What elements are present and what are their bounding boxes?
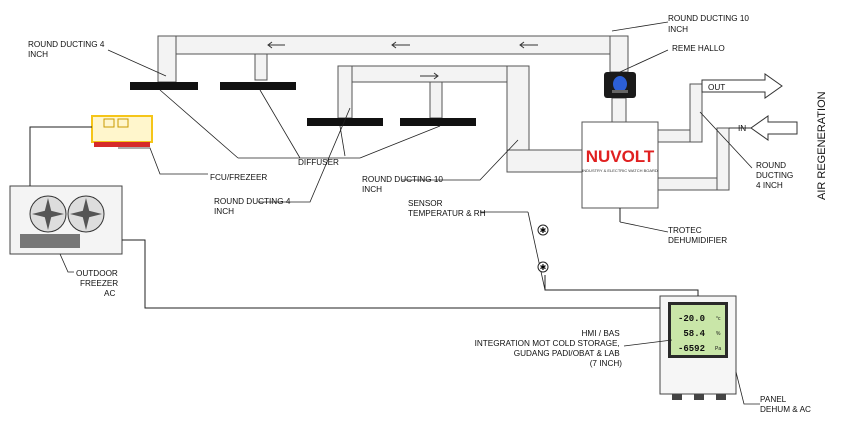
label-round-ducting-4-mid: ROUND DUCTING 4 INCH [214,197,293,216]
flow-arrow-2 [391,41,410,49]
duct-in-vertical [716,127,730,191]
fcu-fan-1 [103,118,115,128]
duct-mid-horizontal [343,65,525,83]
leader-outdoor [59,253,74,273]
label-round-ducting-4-right: ROUND DUCTING 4 INCH [756,161,796,190]
out-label: OUT [708,83,725,92]
hmi-screen [671,305,725,355]
label-fcu-freezer: FCU/FREZEER [210,173,267,182]
duct-out-horizontal [656,129,696,143]
air-regeneration-label: AIR REGENERATION [816,91,828,200]
fan-blade-1 [32,198,64,230]
top-duct-network [157,35,730,191]
duct-10-inch-horizontal [506,149,583,173]
fcu-coil [94,142,150,147]
duct-branch-left-2 [254,53,268,81]
label-outdoor: OUTDOOR FREEZER AC [76,269,121,298]
panel-foot-1 [672,394,682,400]
leader-reme [619,49,669,73]
hmi-reading-temp: -20.0 [678,314,705,324]
dehumidifier-unit: NUVOLT INDUSTRY & ELECTRIC WATCH BOARD [581,121,659,209]
in-arrow: IN [729,115,798,141]
panel-foot-3 [716,394,726,400]
dehumidifier-brand: NUVOLT [586,147,655,166]
leader-diffuser-3 [339,125,346,157]
fcu-freezer-unit [91,115,153,147]
hmi-reading-temp-unit: °c [716,316,721,322]
leader-duct4-right [699,111,753,169]
hmi-reading-rh-unit: % [716,331,721,337]
leader-duct4-left [107,49,167,77]
leader-diffuser-4 [359,125,441,159]
panel-foot-2 [694,394,704,400]
dehumidifier-body [581,121,659,209]
flow-arrow-4 [420,72,439,80]
leader-duct4-mid [258,107,351,203]
labels: ROUND DUCTING 10 INCH REME HALLO ROUND D… [28,14,811,414]
control-panel: -20.0 °c 58.4 % -6592 Pa [659,295,737,400]
duct-top-left-drop [157,35,177,83]
label-round-ducting-4-topleft: ROUND DUCTING 4 INCH [28,40,107,59]
leader-duct10-mid [402,139,519,181]
diffusers [130,82,476,126]
in-label: IN [738,124,746,133]
leader-fcu [118,147,208,175]
out-arrow: OUT [701,73,783,99]
sensor-line [527,211,546,291]
leader-panel [735,371,760,405]
wire-outdoor-panel [122,239,660,309]
sensor-2-glyph: ✱ [540,263,547,272]
leader-trotec [619,221,669,233]
label-diffuser: DIFFUSER [298,158,339,167]
fcu-body [91,115,153,143]
wire-fcu-outdoor [29,126,92,186]
hmi-reading-pressure: -6592 [678,344,705,354]
compressor [20,234,80,248]
label-round-ducting-10-top: ROUND DUCTING 10 INCH [668,14,751,34]
label-trotec: TROTEC DEHUMIDIFIER [668,226,727,245]
sensor-group: ✱ ✱ [527,211,549,291]
leader-lines [59,21,760,405]
fcu-fan-2 [117,118,129,128]
leader-diffuser-1 [159,89,239,159]
control-wiring [29,126,699,309]
reme-hallo-device [604,72,636,98]
diffuser-3 [307,118,383,126]
reme-hallo-base [612,90,628,93]
label-round-ducting-10-mid: ROUND DUCTING 10 INCH [362,175,445,194]
fan-blade-2 [70,198,102,230]
flow-arrow-3 [519,41,538,49]
leader-duct10-top [611,21,669,32]
flow-arrow-1 [267,41,285,49]
leader-diffuser-2 [259,89,301,159]
sensor-2-icon [537,261,549,273]
diffuser-4 [400,118,476,126]
label-hmi: HMI / BAS INTEGRATION MOT COLD STORAGE, … [475,329,623,368]
duct-out-vertical [689,83,703,143]
hmi-reading-pressure-unit: Pa [715,346,721,352]
outdoor-unit [9,185,123,255]
leader-hmi [623,339,673,347]
label-sensor: SENSOR TEMPERATUR & RH [408,199,486,218]
sensor-1-glyph: ✱ [540,226,547,235]
duct-top-right-drop [609,35,629,73]
label-reme-hallo: REME HALLO [672,44,725,53]
duct-mid-branch [429,81,443,119]
duct-reme-to-unit [611,97,627,123]
sensor-1-icon [537,224,549,236]
reme-hallo-bulb-icon [613,76,627,92]
hmi-reading-rh: 58.4 [683,329,705,339]
dehumidifier-tagline: INDUSTRY & ELECTRIC WATCH BOARD [582,168,658,173]
label-panel: PANEL DEHUM & AC [760,395,811,414]
diffuser-1 [130,82,198,90]
wire-sensor-panel [544,275,699,296]
diffuser-2 [220,82,296,90]
duct-mid-left-drop [337,65,353,119]
